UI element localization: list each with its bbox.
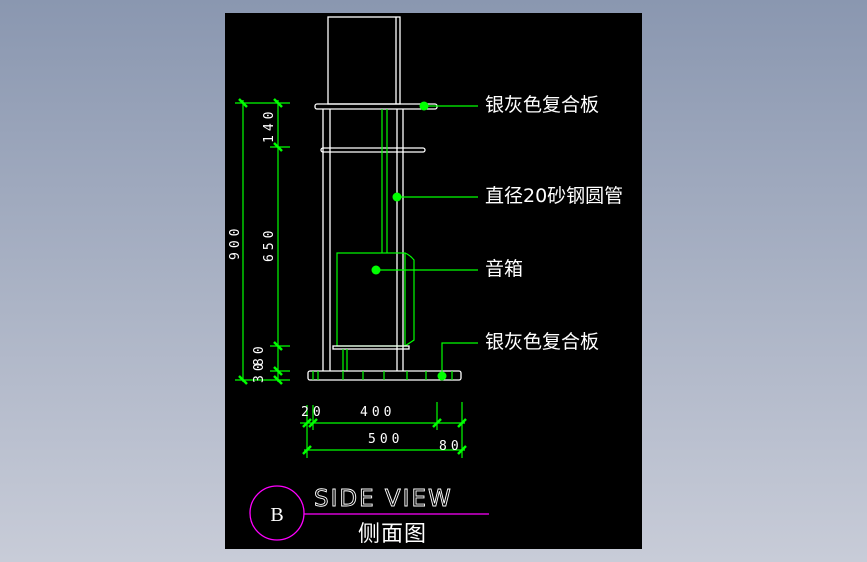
leader-dot xyxy=(419,101,429,111)
leaders xyxy=(371,101,478,381)
dim-80-horizontal: 80 xyxy=(439,439,463,454)
view-marker-circle xyxy=(249,485,305,541)
dim-20: 20 xyxy=(301,405,325,420)
dim-140: 140 xyxy=(262,108,277,143)
leader-dot xyxy=(392,192,402,202)
label-base-panel: 银灰色复合板 xyxy=(485,331,599,353)
dim-500: 500 xyxy=(368,432,403,447)
title-english: SIDE VIEW xyxy=(314,486,453,512)
speaker-shelf xyxy=(332,345,410,350)
label-speaker: 音箱 xyxy=(485,258,523,280)
horizontal-dimensions xyxy=(300,402,467,458)
label-top-panel: 银灰色复合板 xyxy=(485,94,599,116)
dim-900: 900 xyxy=(228,225,243,260)
dim-400: 400 xyxy=(360,405,395,420)
label-tube: 直径20砂钢圆管 xyxy=(485,185,623,207)
vertical-dimensions xyxy=(235,98,290,385)
dim-650: 650 xyxy=(262,227,277,262)
stand-structure xyxy=(307,16,462,381)
title-chinese: 侧面图 xyxy=(358,522,427,547)
title-block: B SIDE VIEW 侧面图 xyxy=(249,485,489,547)
dim-30: 30 xyxy=(252,359,267,383)
middle-shelf xyxy=(320,147,426,153)
drawing-canvas xyxy=(225,13,642,549)
leader-dot xyxy=(437,371,447,381)
view-marker: B xyxy=(270,504,283,526)
dim-80: 80 xyxy=(252,342,267,366)
leader-dot xyxy=(371,265,381,275)
